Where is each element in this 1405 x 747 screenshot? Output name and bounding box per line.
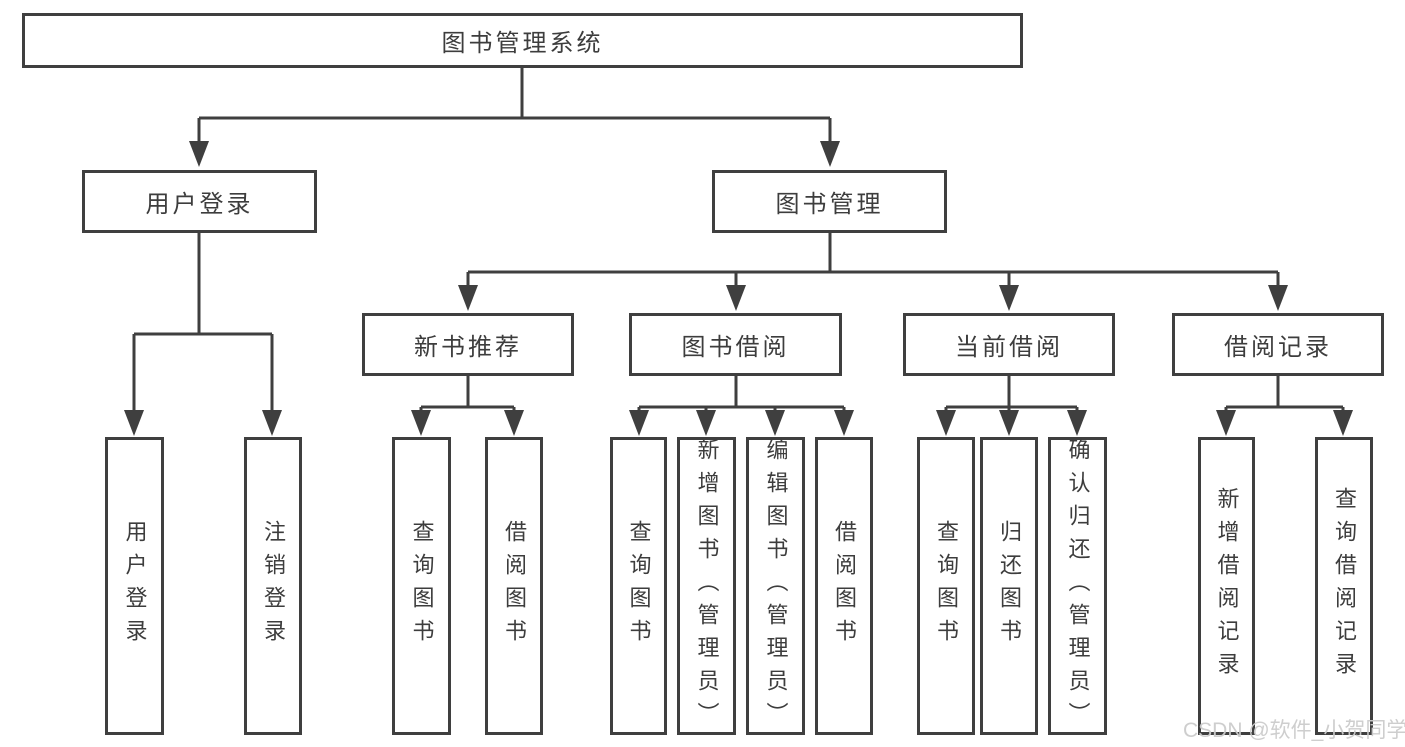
node-book-management-label: 图书管理 [775,191,884,218]
leaf-query-books-recommend-label: 查询图书 [409,520,435,652]
leaf-add-borrow-record: 新增借阅记录 [1198,437,1255,735]
node-current-borrowing: 当前借阅 [903,313,1115,376]
node-root: 图书管理系统 [22,13,1023,68]
leaf-logout-label: 注销登录 [261,520,286,652]
leaf-query-books-current-label: 查询图书 [934,520,959,652]
leaf-return-books-label: 归还图书 [997,520,1022,652]
leaf-borrow-books-recommend-label: 借阅图书 [502,520,527,652]
leaf-confirm-return-admin: 确认归还（管理员） [1048,437,1107,735]
leaf-borrow-books-borrowing-label: 借阅图书 [832,520,857,652]
node-borrow-records: 借阅记录 [1172,313,1384,376]
csdn-watermark: CSDN @软件_小贺同学 [1183,719,1405,742]
node-user-login-label: 用户登录 [145,191,254,218]
leaf-query-books-borrowing-label: 查询图书 [626,520,652,652]
leaf-borrow-books-borrowing: 借阅图书 [815,437,873,735]
leaf-add-books-admin: 新增图书（管理员） [677,437,736,735]
leaf-add-books-admin-label: 新增图书（管理员） [694,437,720,735]
node-new-book-recommendation-label: 新书推荐 [414,334,522,361]
leaf-query-borrow-record: 查询借阅记录 [1315,437,1373,735]
leaf-query-books-current: 查询图书 [917,437,975,735]
node-root-label: 图书管理系统 [441,30,604,57]
leaf-user-login-label: 用户登录 [122,520,148,652]
node-book-borrowing: 图书借阅 [629,313,842,376]
leaf-add-borrow-record-label: 新增借阅记录 [1214,487,1240,685]
leaf-return-books: 归还图书 [980,437,1038,735]
leaf-query-books-borrowing: 查询图书 [610,437,667,735]
node-book-borrowing-label: 图书借阅 [681,334,790,361]
node-book-management: 图书管理 [712,170,947,233]
node-current-borrowing-label: 当前借阅 [955,334,1063,361]
leaf-confirm-return-admin-label: 确认归还（管理员） [1065,437,1091,735]
leaf-borrow-books-recommend: 借阅图书 [485,437,543,735]
node-user-login: 用户登录 [82,170,317,233]
leaf-query-borrow-record-label: 查询借阅记录 [1332,487,1357,685]
arrowheads [124,141,1353,436]
leaf-edit-books-admin: 编辑图书（管理员） [746,437,805,735]
leaf-user-login: 用户登录 [105,437,164,735]
node-new-book-recommendation: 新书推荐 [362,313,574,376]
node-borrow-records-label: 借阅记录 [1224,334,1332,361]
leaf-edit-books-admin-label: 编辑图书（管理员） [763,437,789,735]
leaf-query-books-recommend: 查询图书 [392,437,451,735]
leaf-logout: 注销登录 [244,437,302,735]
